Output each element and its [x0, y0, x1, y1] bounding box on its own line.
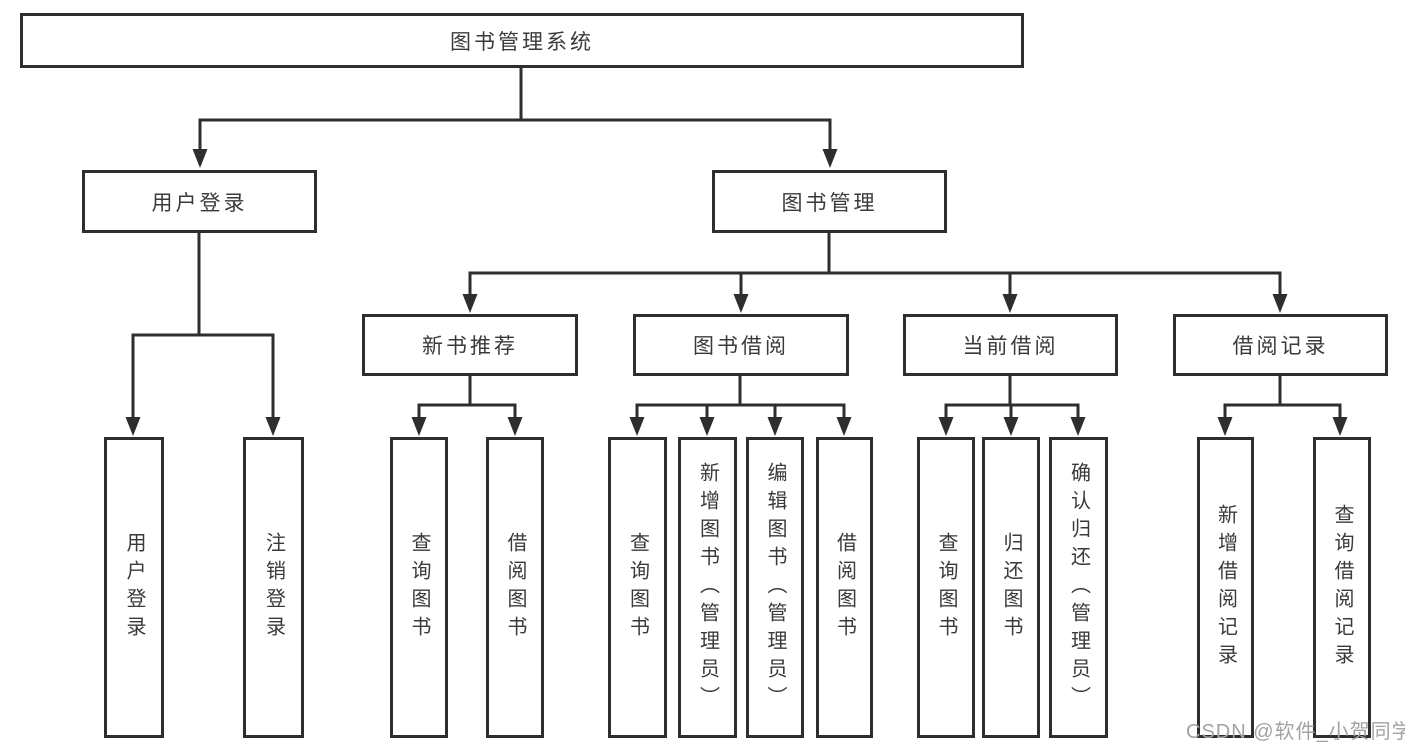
leaf-return-books: 归还图书 [982, 437, 1040, 738]
connector-current-borrow-to-leaves [938, 376, 1086, 436]
node-current-borrow: 当前借阅 [903, 314, 1118, 376]
leaf-borrow-books: 借阅图书 [816, 437, 873, 738]
leaf-query-books-borrow: 查询图书 [608, 437, 667, 738]
node-book-borrow: 图书借阅 [633, 314, 849, 376]
csdn-watermark: CSDN @软件_小贺同学 [1186, 721, 1405, 743]
node-library-system: 图书管理系统 [20, 13, 1024, 68]
leaf-borrow-books-recommend: 借阅图书 [486, 437, 544, 738]
connector-borrow-records-to-leaves [1217, 376, 1348, 436]
node-book-management: 图书管理 [712, 170, 947, 233]
leaf-query-books-current: 查询图书 [917, 437, 975, 738]
connector-root-to-level2 [192, 68, 838, 168]
connector-new-book-recommend-to-leaves [411, 376, 523, 436]
leaf-add-books-admin: 新增图书（管理员） [678, 437, 737, 738]
connector-book-borrow-to-leaves [629, 376, 852, 436]
leaf-edit-books-admin: 编辑图书（管理员） [746, 437, 804, 738]
node-new-book-recommend: 新书推荐 [362, 314, 578, 376]
node-borrow-records: 借阅记录 [1173, 314, 1388, 376]
leaf-logout: 注销登录 [243, 437, 304, 738]
leaf-confirm-return-admin: 确认归还（管理员） [1049, 437, 1108, 738]
leaf-add-borrow-record: 新增借阅记录 [1197, 437, 1254, 738]
connector-user-login-to-leaves [125, 233, 281, 436]
leaf-user-login: 用户登录 [104, 437, 164, 738]
leaf-query-borrow-record: 查询借阅记录 [1313, 437, 1371, 738]
connector-book-management-to-level3 [462, 233, 1288, 313]
node-user-login: 用户登录 [82, 170, 317, 233]
leaf-query-books-recommend: 查询图书 [390, 437, 448, 738]
